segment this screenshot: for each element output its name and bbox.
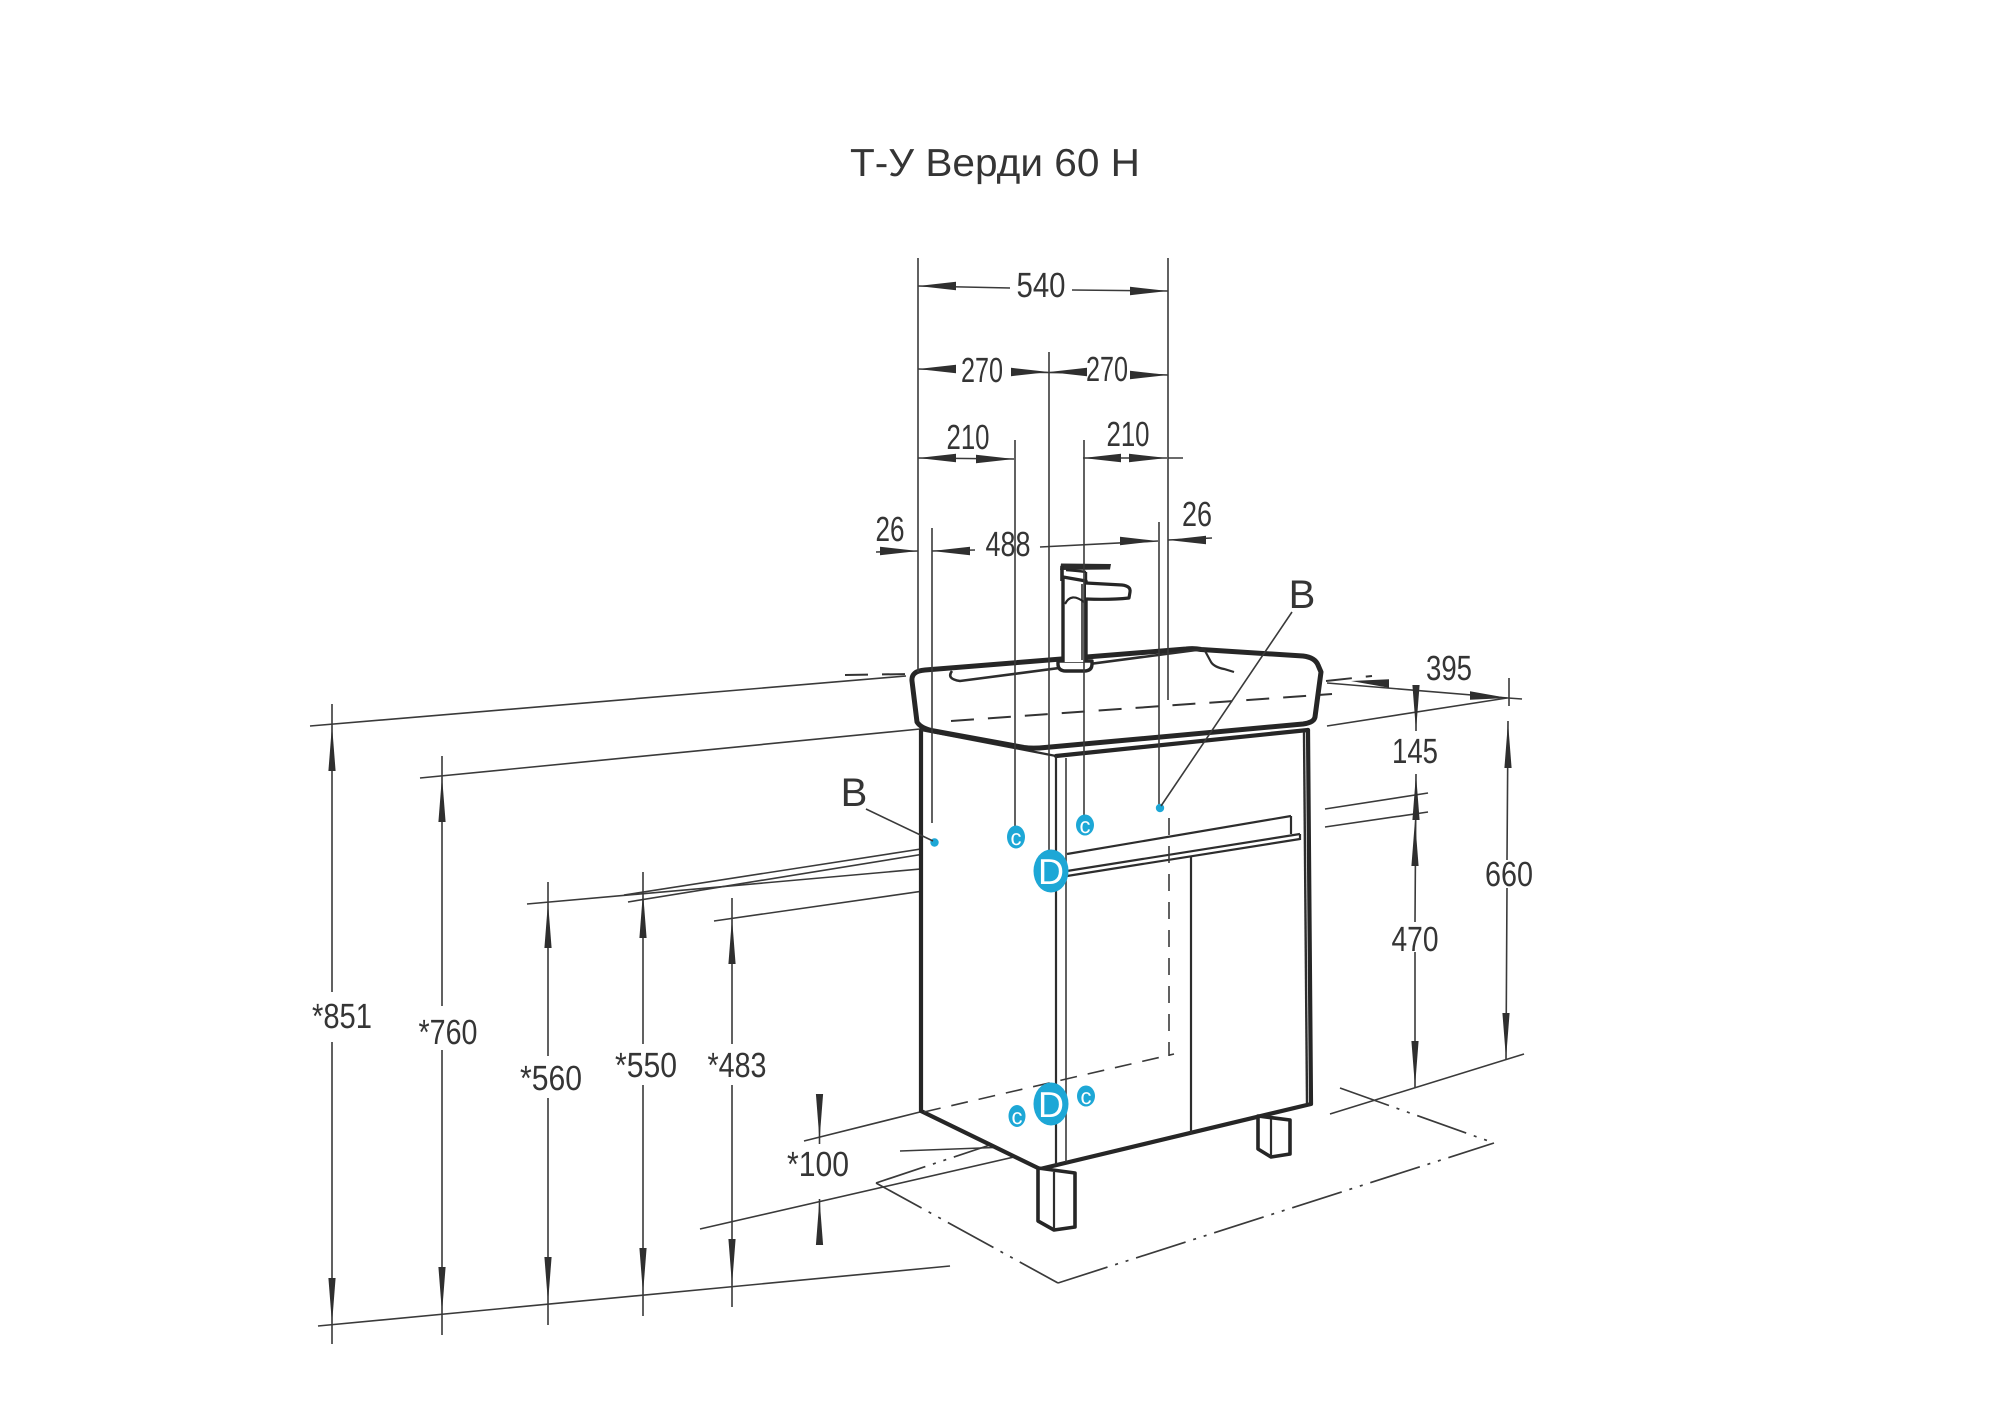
svg-text:*560: *560: [520, 1059, 582, 1098]
svg-text:145: 145: [1392, 732, 1438, 771]
svg-text:c: c: [1080, 813, 1091, 838]
svg-text:210: 210: [1107, 415, 1150, 454]
svg-text:488: 488: [986, 525, 1031, 564]
svg-text:270: 270: [961, 351, 1003, 390]
svg-text:D: D: [1038, 1084, 1064, 1125]
svg-text:*483: *483: [708, 1046, 767, 1085]
svg-text:*100: *100: [787, 1145, 849, 1184]
svg-text:*760: *760: [419, 1013, 478, 1052]
svg-text:B: B: [841, 771, 868, 815]
svg-text:540: 540: [1017, 266, 1066, 305]
svg-text:c: c: [1012, 1104, 1023, 1129]
svg-text:26: 26: [876, 510, 905, 549]
svg-text:270: 270: [1086, 350, 1128, 389]
svg-text:470: 470: [1392, 920, 1439, 959]
svg-text:D: D: [1038, 851, 1064, 892]
svg-text:c: c: [1011, 825, 1022, 850]
svg-text:*851: *851: [312, 997, 372, 1036]
svg-text:*550: *550: [615, 1046, 677, 1085]
svg-text:660: 660: [1485, 855, 1533, 894]
svg-text:210: 210: [947, 418, 990, 457]
svg-text:c: c: [1081, 1084, 1092, 1109]
svg-text:395: 395: [1426, 649, 1472, 688]
svg-text:Т-У Верди 60 Н: Т-У Верди 60 Н: [850, 142, 1140, 185]
svg-text:26: 26: [1182, 495, 1212, 534]
svg-text:B: B: [1289, 573, 1316, 617]
